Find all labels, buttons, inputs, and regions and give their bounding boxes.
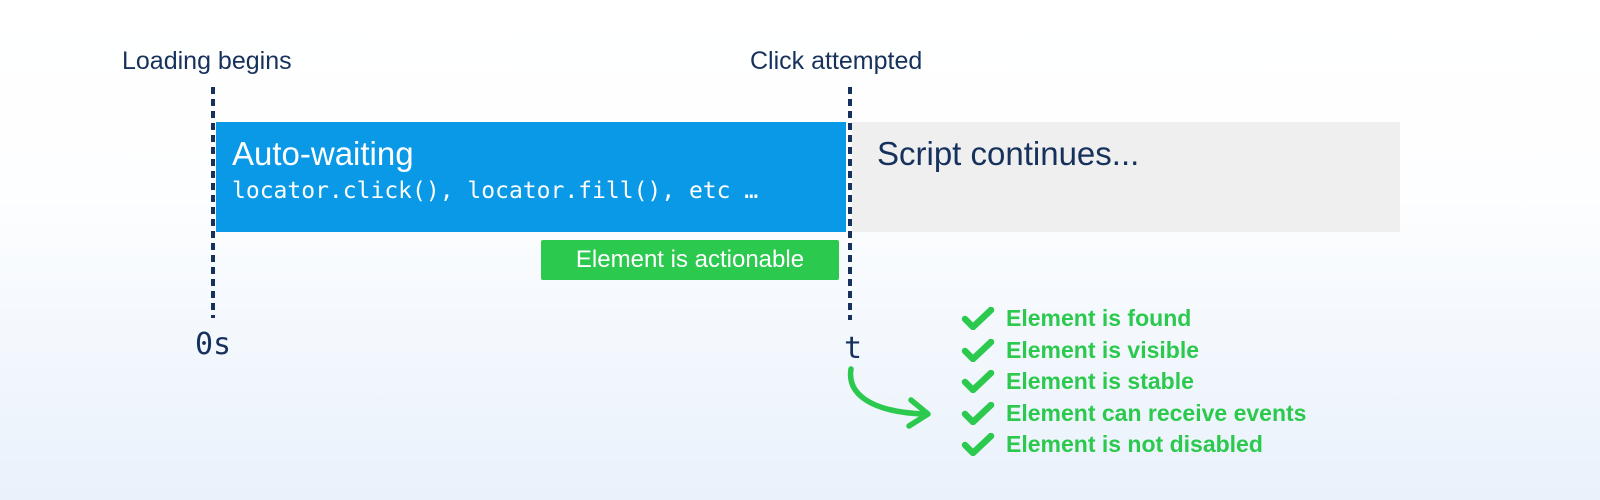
check-icon xyxy=(961,370,995,394)
time-zero-label: 0s xyxy=(195,327,232,362)
checklist-item: Element is visible xyxy=(961,335,1306,367)
curved-arrow-icon xyxy=(838,362,938,432)
loading-begins-label: Loading begins xyxy=(122,47,292,75)
check-icon xyxy=(961,401,995,425)
checklist-item-label: Element is not disabled xyxy=(1006,431,1263,458)
checklist-item: Element is not disabled xyxy=(961,429,1306,461)
check-icon xyxy=(961,307,995,331)
script-continues-bar: Script continues... xyxy=(852,122,1400,232)
checklist-item: Element is stable xyxy=(961,366,1306,398)
checklist-item: Element is found xyxy=(961,303,1306,335)
checklist-item: Element can receive events xyxy=(961,398,1306,430)
time-t-label: t xyxy=(844,331,863,366)
element-actionable-badge-label: Element is actionable xyxy=(575,246,805,273)
auto-waiting-code: locator.click(), locator.fill(), etc … xyxy=(232,178,759,204)
checklist-item-label: Element is stable xyxy=(1006,368,1194,395)
checklist-item-label: Element can receive events xyxy=(1006,399,1307,426)
element-actionable-badge: Element is actionable xyxy=(541,240,839,280)
check-icon xyxy=(961,433,995,457)
timeline-click-marker xyxy=(848,87,852,320)
click-attempted-label: Click attempted xyxy=(750,47,923,75)
checklist-item-label: Element is found xyxy=(1006,305,1192,332)
auto-waiting-title: Auto-waiting xyxy=(232,135,414,172)
auto-waiting-bar: Auto-waiting locator.click(), locator.fi… xyxy=(216,122,846,232)
script-continues-label: Script continues... xyxy=(877,135,1140,172)
check-icon xyxy=(961,338,995,362)
timeline-start-marker xyxy=(211,87,215,318)
checklist-item-label: Element is visible xyxy=(1006,336,1200,363)
actionability-checklist: Element is found Element is visible Elem… xyxy=(961,303,1306,461)
